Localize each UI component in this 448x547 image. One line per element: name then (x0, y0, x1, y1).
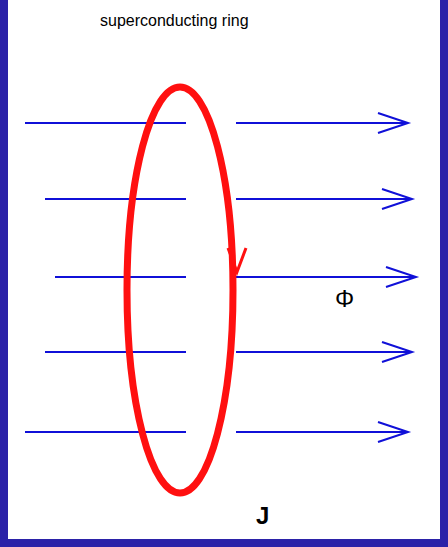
current-symbol: J (256, 503, 269, 529)
superconducting-ring (127, 87, 233, 493)
current-arrow (228, 248, 246, 272)
ring-caption: superconducting ring (100, 12, 249, 30)
slide-panel (8, 0, 440, 539)
flux-symbol: Φ (333, 286, 356, 312)
